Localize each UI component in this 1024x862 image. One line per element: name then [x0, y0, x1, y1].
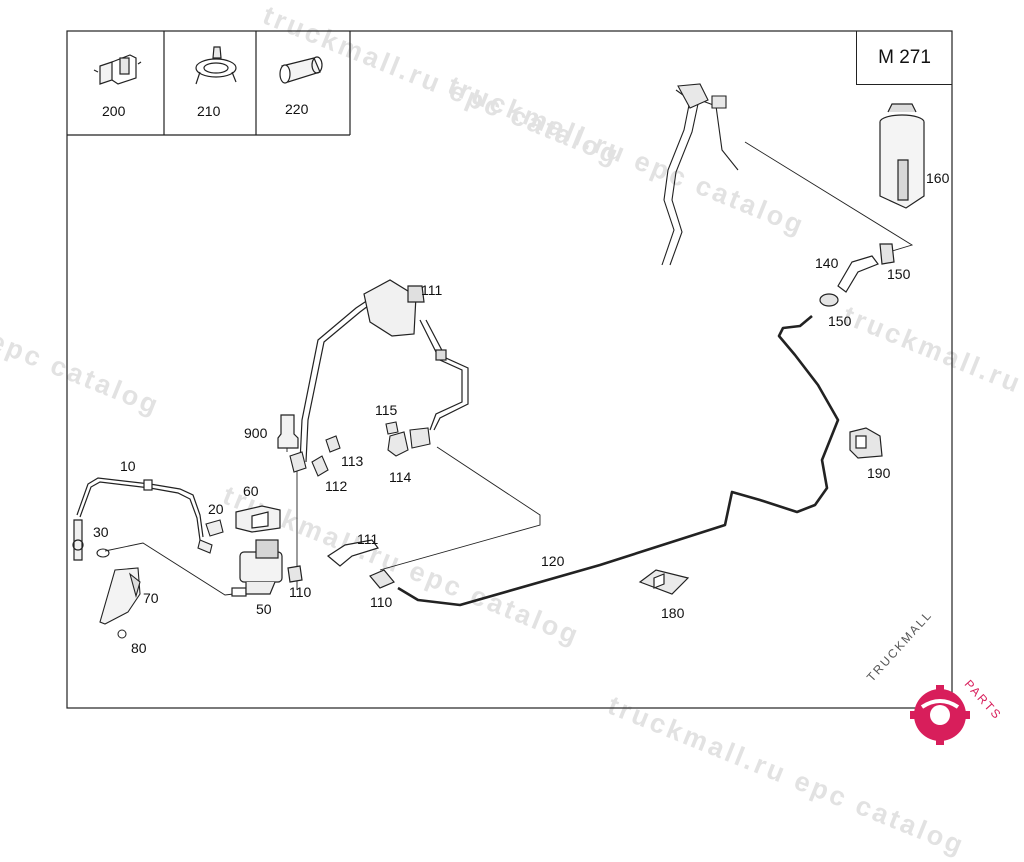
connector-900	[277, 414, 299, 449]
canister-160	[879, 103, 925, 209]
fittings-112-115	[289, 421, 431, 477]
clamp-icon	[93, 54, 142, 85]
callout-114[interactable]: 114	[389, 469, 412, 485]
clamp-20	[197, 519, 224, 554]
callout-60[interactable]: 60	[243, 483, 259, 499]
model-code: M 271	[856, 31, 952, 85]
callout-20[interactable]: 20	[208, 501, 224, 517]
bracket-180	[638, 569, 690, 595]
holder-190	[849, 427, 883, 459]
hose-140	[819, 243, 895, 307]
callout-111-upper[interactable]: 111	[421, 282, 443, 298]
callout-70[interactable]: 70	[143, 590, 159, 606]
valve-50	[231, 539, 283, 597]
callout-80[interactable]: 80	[131, 640, 147, 656]
clip-icon	[195, 46, 237, 85]
callout-160[interactable]: 160	[926, 170, 950, 186]
washer-30	[96, 548, 110, 558]
callout-115[interactable]: 115	[375, 402, 398, 418]
callout-50[interactable]: 50	[256, 601, 272, 617]
pipe-10	[72, 477, 204, 561]
legend-part-210[interactable]: 210	[197, 103, 221, 119]
legend-part-200[interactable]: 200	[102, 103, 126, 119]
callout-150-lower[interactable]: 150	[828, 313, 852, 329]
bracket-70	[99, 567, 141, 625]
callout-120[interactable]: 120	[541, 553, 565, 569]
callout-140[interactable]: 140	[815, 255, 839, 271]
callout-110-right[interactable]: 110	[370, 594, 393, 610]
clamp-60	[235, 505, 281, 533]
callout-190[interactable]: 190	[867, 465, 891, 481]
callout-112[interactable]: 112	[325, 478, 348, 494]
callout-113[interactable]: 113	[341, 453, 364, 469]
diagram-drawing	[66, 30, 953, 709]
nut-80	[117, 629, 127, 639]
upper-lines	[661, 83, 739, 266]
callout-10[interactable]: 10	[120, 458, 136, 474]
fuel-line-120	[397, 315, 840, 607]
pump-111	[299, 279, 469, 463]
leader-lines	[99, 141, 914, 623]
callout-900[interactable]: 900	[244, 425, 268, 441]
brand-logo: TRUCKMALL PARTS	[860, 608, 1020, 750]
gear-icon	[910, 685, 970, 745]
hose-sleeve-icon	[279, 56, 323, 84]
legend-part-220[interactable]: 220	[285, 101, 309, 117]
hose-111-lower	[287, 539, 395, 589]
callout-110-left[interactable]: 110	[289, 584, 312, 600]
callout-111-lower[interactable]: 111	[357, 531, 379, 547]
callout-30[interactable]: 30	[93, 524, 109, 540]
callout-180[interactable]: 180	[661, 605, 685, 621]
callout-150-upper[interactable]: 150	[887, 266, 911, 282]
frame-border	[66, 30, 953, 709]
